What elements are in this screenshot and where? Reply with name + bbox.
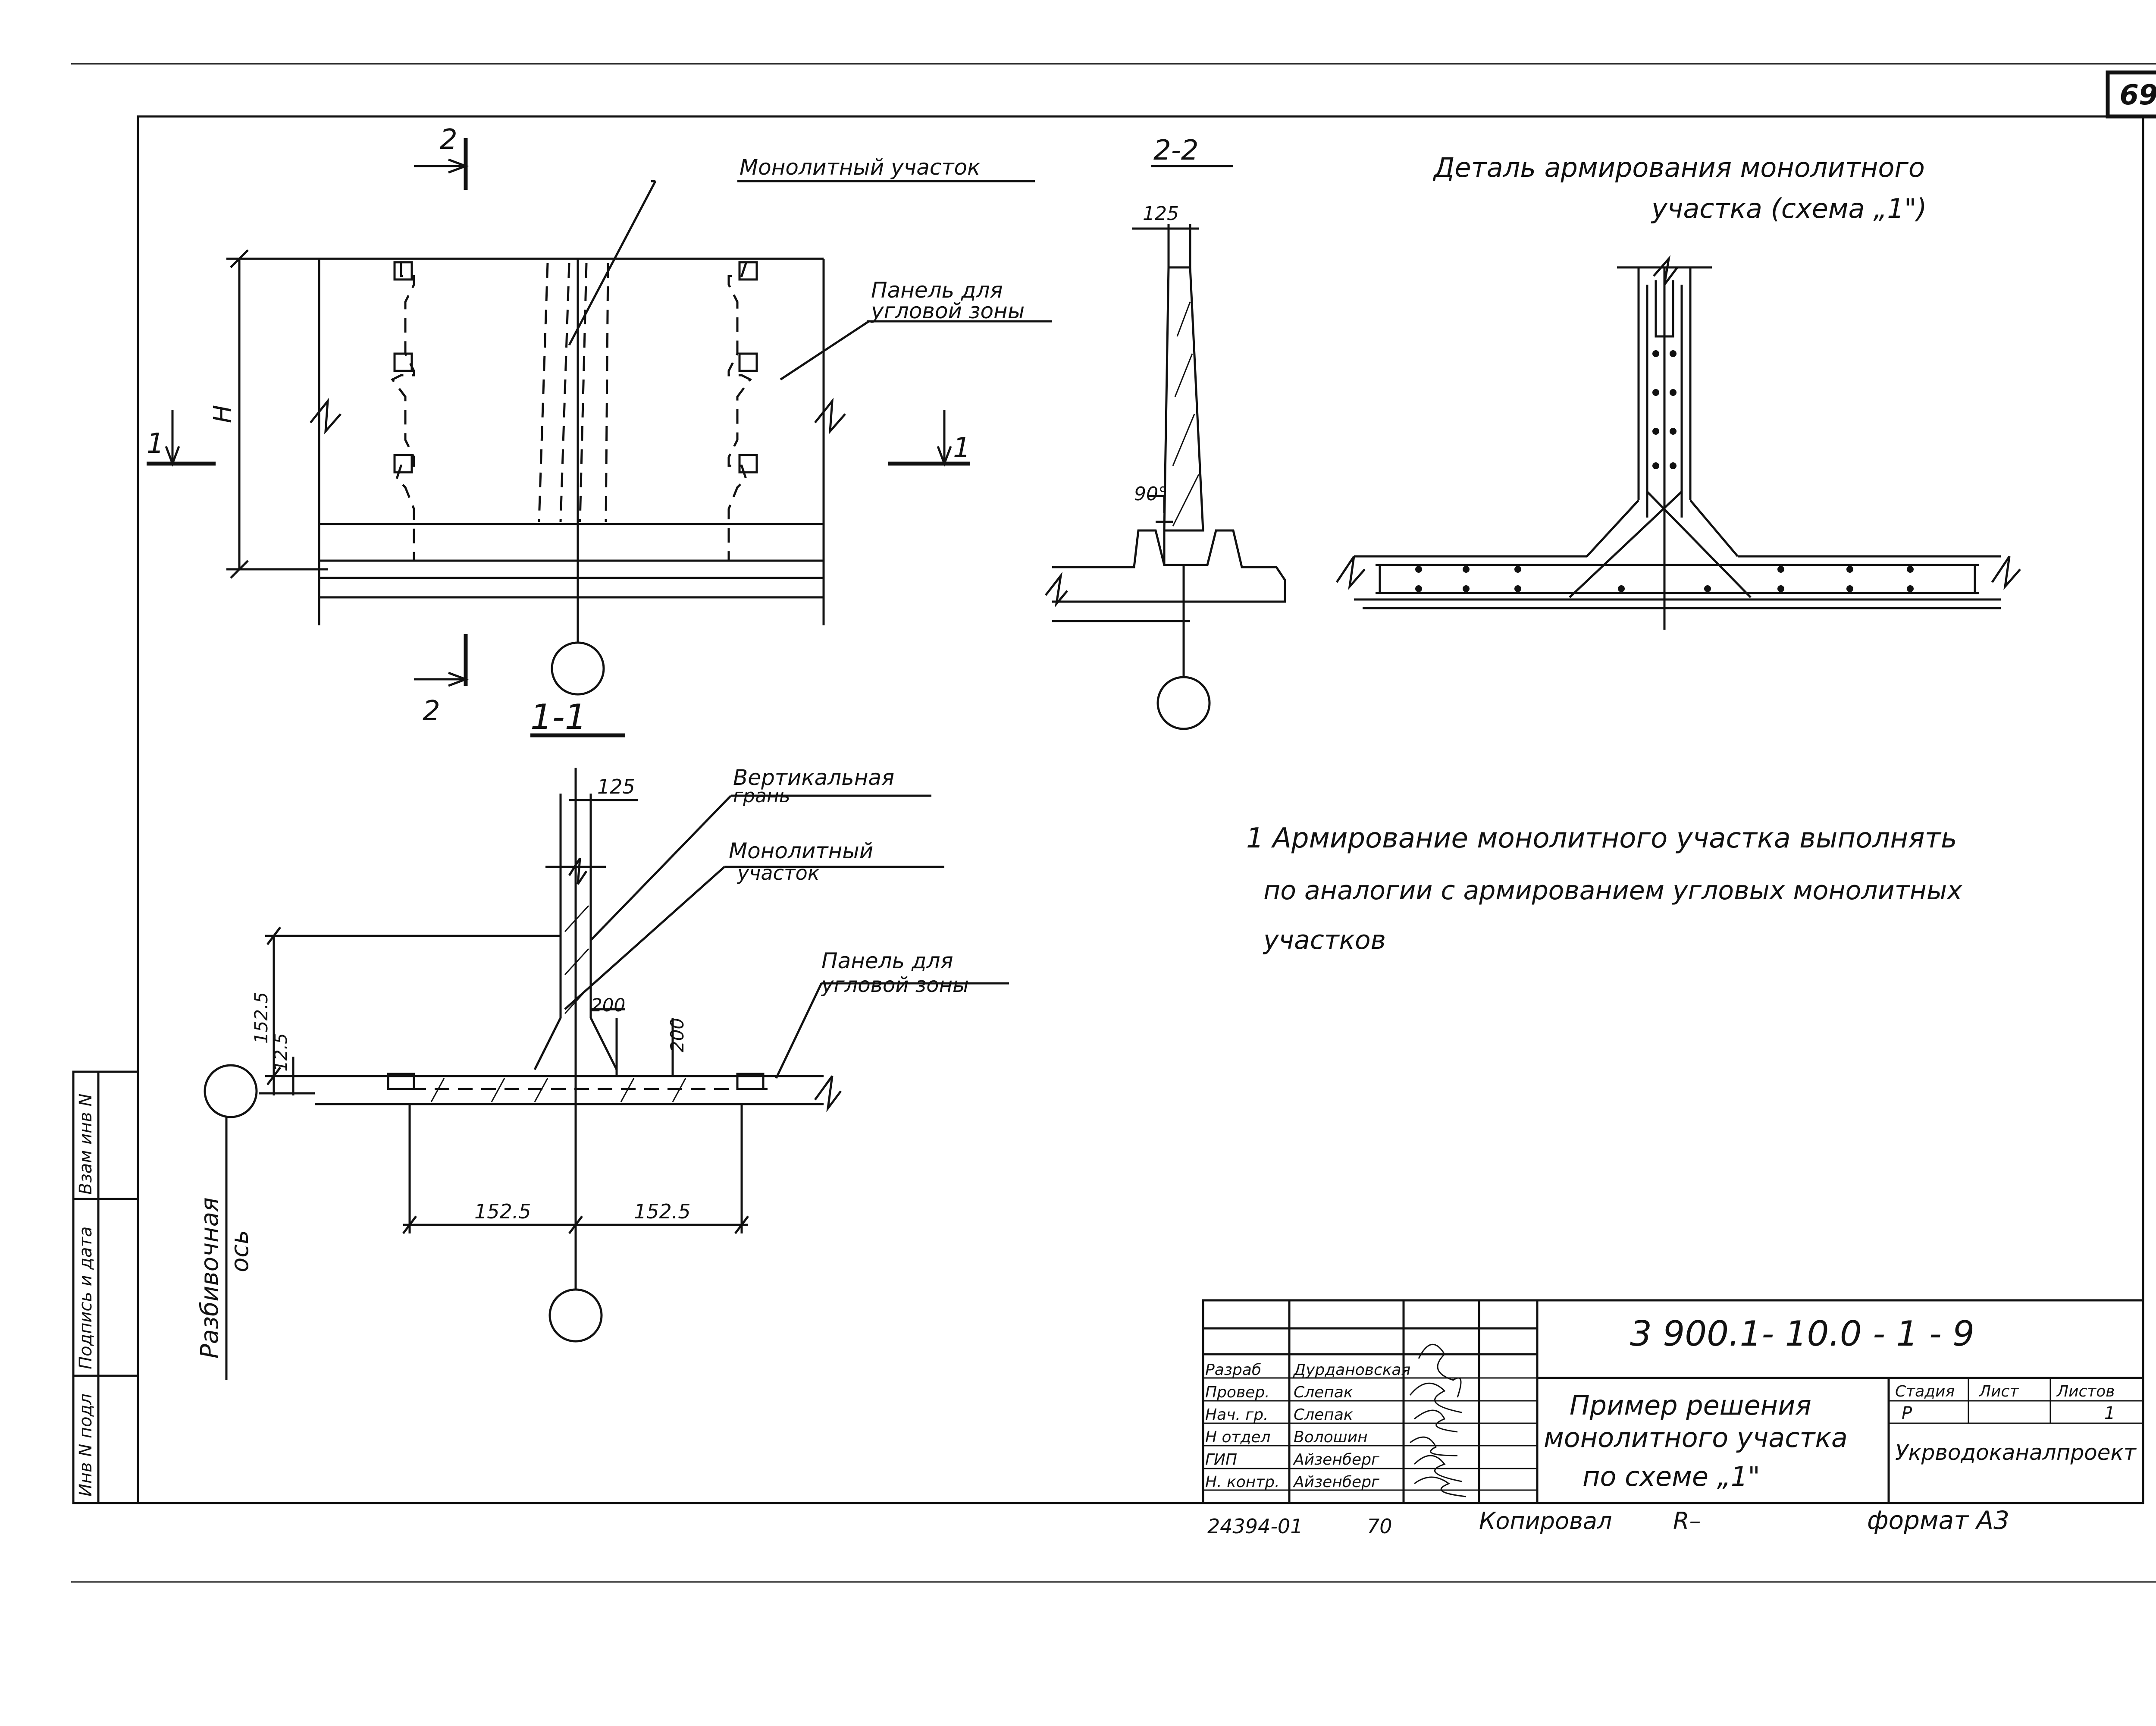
plan-label-panel-2: угловой зоны xyxy=(870,298,1025,323)
footer-copied-sign: R– xyxy=(1673,1507,1701,1535)
note-line-2: по аналогии с армированием угловых монол… xyxy=(1263,876,1962,906)
section-mark-2-top: 2 xyxy=(440,124,458,156)
role-4: ГИП xyxy=(1205,1451,1237,1469)
plan-dim-h: Н xyxy=(209,405,237,423)
name-1: Слепак xyxy=(1294,1384,1353,1401)
name-2: Слепак xyxy=(1294,1406,1353,1424)
section-1-1-label-vertical-2: грань xyxy=(733,785,790,807)
section-2-2-view xyxy=(1045,165,1286,730)
role-5: Н. контр. xyxy=(1205,1473,1280,1491)
stamp-inv-podl: Инв N подл xyxy=(76,1393,96,1497)
section-1-1-dim-1525-right: 152.5 xyxy=(634,1200,691,1223)
page-number-box xyxy=(2106,70,2156,119)
section-mark-1-right: 1 xyxy=(953,432,971,464)
plan-label-panel-1: Панель для xyxy=(871,278,1003,303)
section-2-2-angle: 90° xyxy=(1134,483,1168,505)
detail-view xyxy=(1335,255,2021,630)
section-1-1-label-monolith-1: Монолитный xyxy=(729,838,873,863)
section-1-1-label-panel-1: Панель для xyxy=(821,948,953,973)
section-1-1-dim-125: 125 xyxy=(597,775,635,798)
section-mark-1-left: 1 xyxy=(147,428,164,460)
section-1-1-dim-1525-v: 152.5 xyxy=(251,992,272,1044)
title-block-header-sheets: Листов xyxy=(2056,1383,2115,1400)
plan-axis-marker xyxy=(551,641,605,696)
title-block xyxy=(1202,1299,2144,1504)
section-mark-2-bottom: 2 xyxy=(423,695,440,727)
plan-label-monolith: Монолитный участок xyxy=(740,155,980,180)
title-block-sheets: 1 xyxy=(2104,1403,2115,1423)
role-1: Провер. xyxy=(1205,1384,1270,1401)
section-2-2-axis-marker xyxy=(1156,676,1211,730)
side-stamp: Инв N подл Подпись и дата Взам инв N xyxy=(72,1070,139,1504)
role-0: Разраб xyxy=(1205,1361,1261,1379)
section-1-1-bottom-axis-marker xyxy=(548,1288,603,1343)
note-line-1: 1 Армирование монолитного участка выполн… xyxy=(1246,822,1957,854)
stamp-signature-date: Подпись и дата xyxy=(76,1227,96,1369)
title-block-title-1: Пример решения xyxy=(1570,1390,1811,1421)
plan-view: Н xyxy=(147,138,1052,696)
detail-title-1: Деталь армирования монолитного xyxy=(1432,152,1925,183)
axis-label-1: Разбивочная xyxy=(196,1197,224,1359)
footer-order: 24394-01 xyxy=(1207,1515,1303,1538)
title-block-header-stage: Стадия xyxy=(1895,1383,1955,1400)
footer-num: 70 xyxy=(1367,1515,1392,1538)
name-0: Дурдановская xyxy=(1293,1361,1410,1379)
section-1-1-dim-200-b: 200 xyxy=(667,1018,688,1052)
note-line-3: участков xyxy=(1263,925,1386,955)
section-1-1-label-monolith-2: участок xyxy=(736,861,820,885)
section-1-1-view xyxy=(204,733,1009,1380)
section-1-1-title: 1-1 xyxy=(530,697,587,737)
title-block-title-2: монолитного участка xyxy=(1544,1422,1848,1453)
section-1-1-dim-200-a: 200 xyxy=(591,995,625,1016)
name-5: Айзенберг xyxy=(1293,1473,1380,1491)
drawing-frame xyxy=(137,115,2144,1504)
section-2-2-title: 2-2 xyxy=(1153,135,1199,166)
section-1-1-dim-125-v: 12.5 xyxy=(271,1033,291,1071)
stamp-vzam-inv: Взам инв N xyxy=(76,1094,96,1195)
title-block-title-3: по схеме „1" xyxy=(1583,1461,1760,1492)
axis-label-2: ось xyxy=(226,1230,254,1272)
title-block-code: 3 900.1- 10.0 - 1 - 9 xyxy=(1630,1314,1974,1354)
title-block-stage: Р xyxy=(1902,1403,1912,1423)
role-3: Н отдел xyxy=(1205,1428,1271,1446)
name-4: Айзенберг xyxy=(1293,1451,1380,1469)
title-block-header-sheet: Лист xyxy=(1978,1383,2019,1400)
section-1-1-dim-1525-left: 152.5 xyxy=(474,1200,531,1223)
section-1-1-label-panel-2: угловой зоны xyxy=(821,973,969,997)
section-1-1-label-vertical-1: Вертикальная xyxy=(733,765,894,790)
role-2: Нач. гр. xyxy=(1205,1406,1269,1424)
section-1-1-left-axis-marker xyxy=(204,1064,258,1118)
section-2-2-dim-125: 125 xyxy=(1143,203,1179,225)
page-number: 69 xyxy=(2119,79,2156,111)
footer-format: формат А3 xyxy=(1867,1506,2009,1535)
name-3: Волошин xyxy=(1294,1428,1368,1446)
footer-copied-label: Копировал xyxy=(1479,1507,1612,1535)
detail-title-2: участка (схема „1") xyxy=(1651,193,1927,224)
title-block-org: Укрводоканалпроект xyxy=(1895,1440,2137,1465)
